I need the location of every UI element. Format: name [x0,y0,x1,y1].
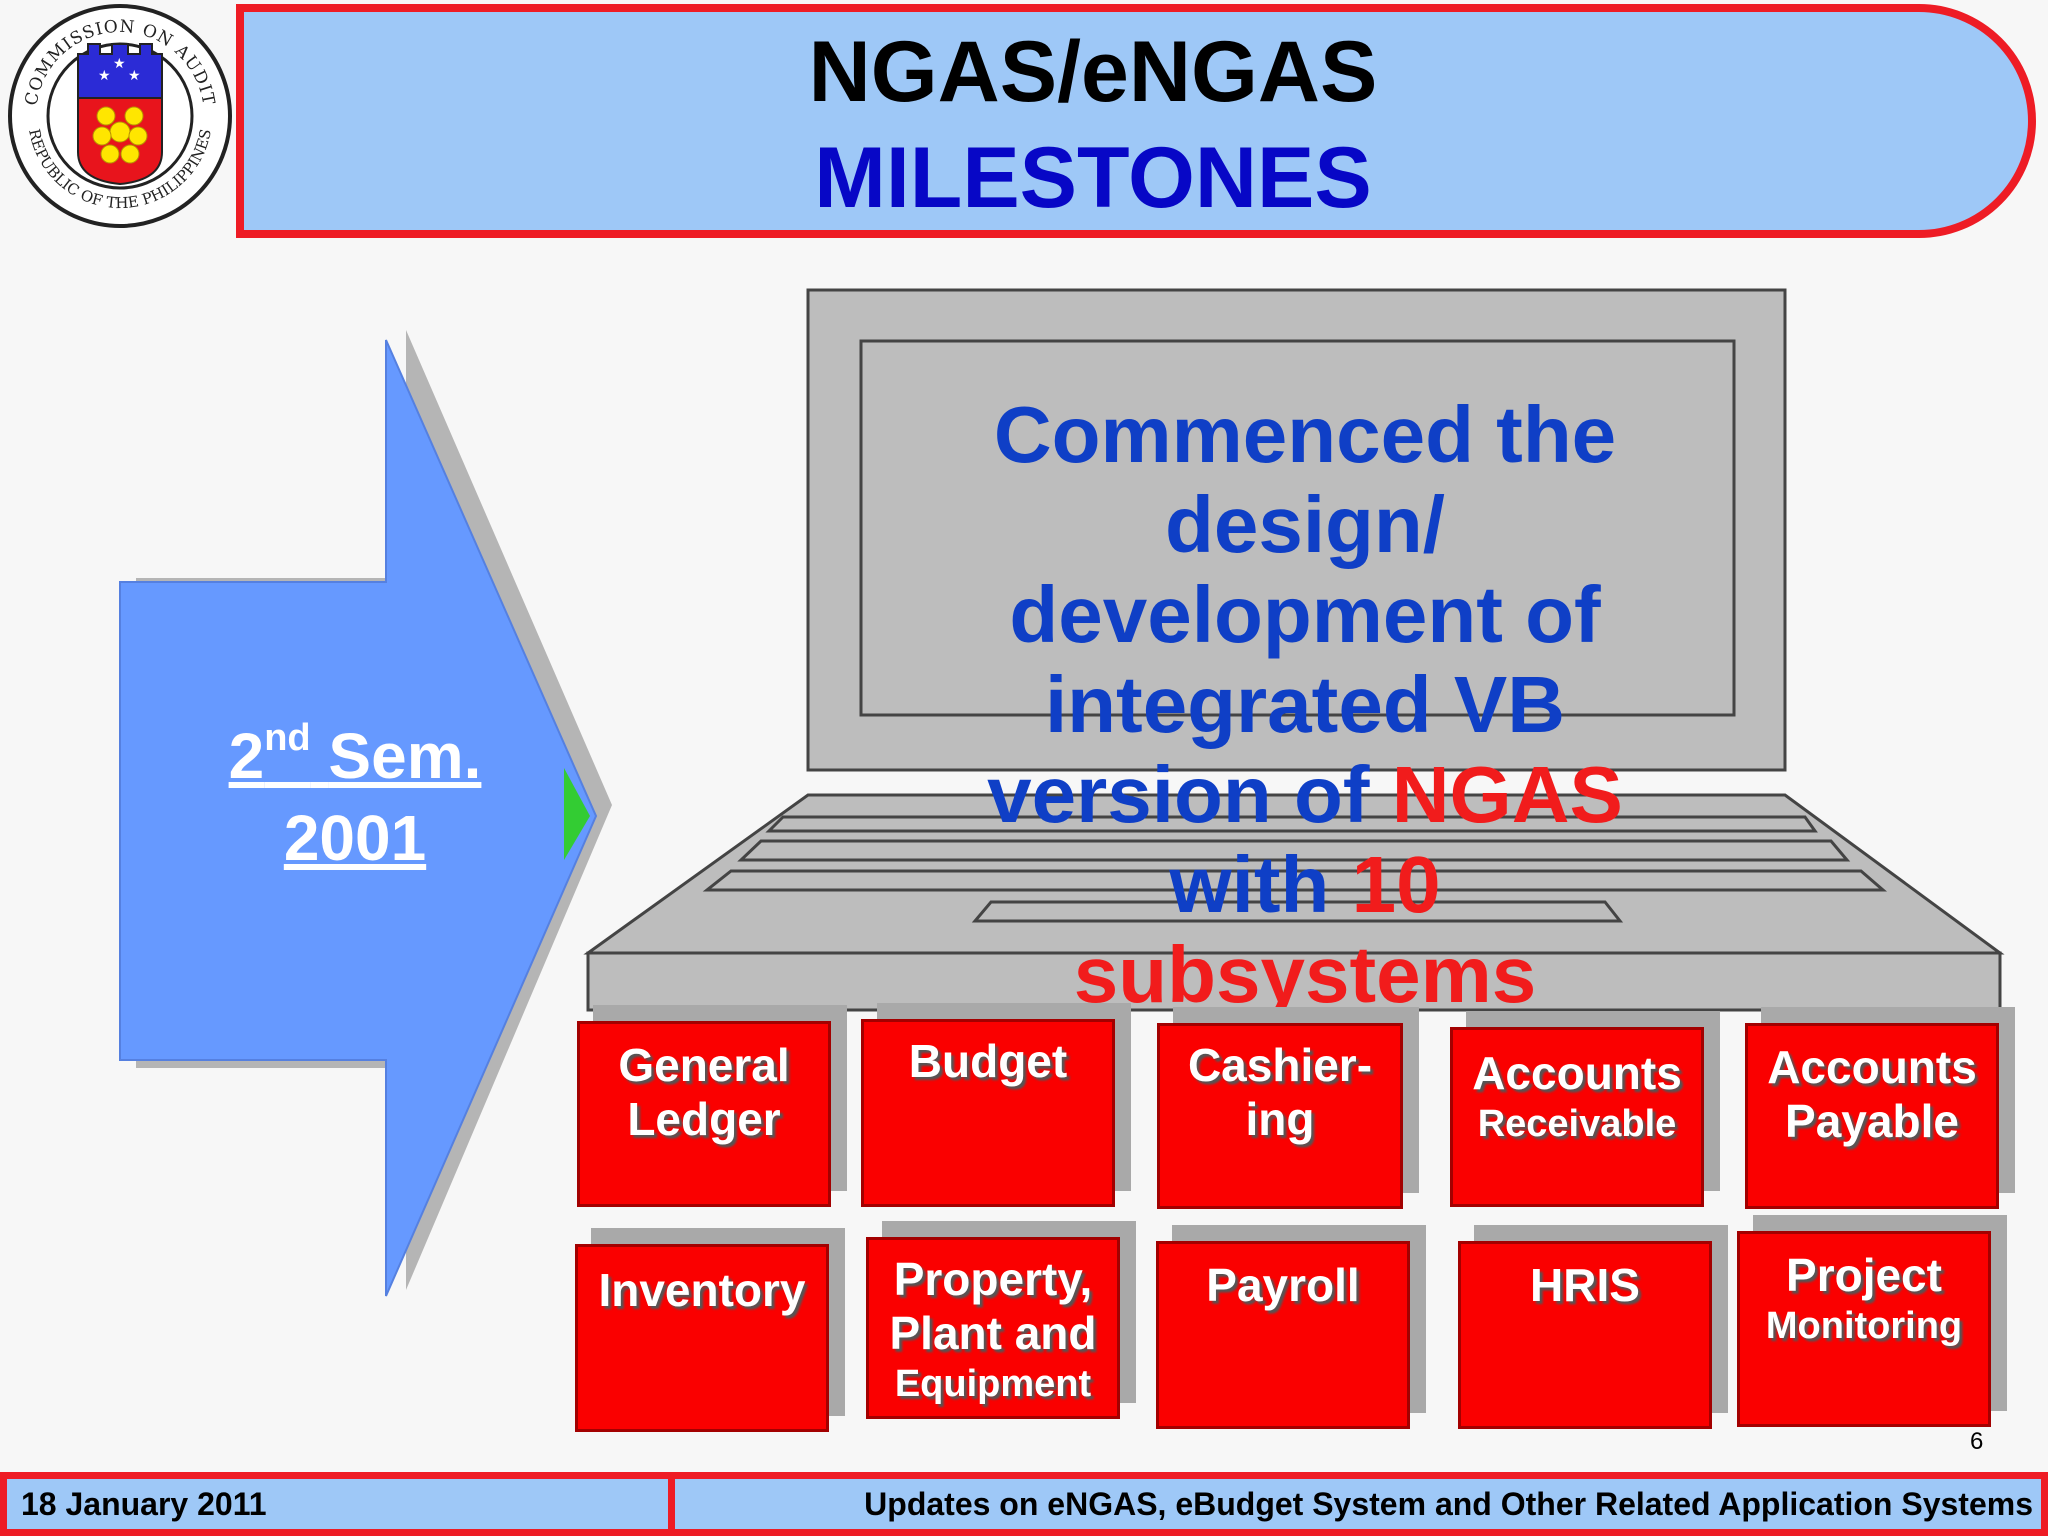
page-number: 6 [1970,1428,1984,1455]
green-pointer-icon [564,768,590,860]
milestone-label: 2nd Sem. 2001 [150,715,560,879]
page-subtitle: MILESTONES [814,130,1372,226]
milestone-ordinal-suffix: nd [264,717,311,759]
title-banner: NGAS/eNGAS MILESTONES [236,4,2036,238]
milestone-ordinal: 2 [228,720,265,792]
milestone-description: Commenced the design/ development of int… [930,390,1680,1020]
milestone-year: 2001 [283,802,427,874]
ngas-highlight: NGAS [1391,750,1623,839]
footer-date: 18 January 2011 [21,1486,267,1522]
subsystem-count: 10 [1351,840,1441,929]
footer-presentation-title: Updates on eNGAS, eBudget System and Oth… [864,1486,2033,1522]
milestone-period: Sem. [328,720,482,792]
subsystem-inventory: Inventory [575,1244,829,1432]
svg-text:★: ★ [128,67,141,83]
commission-on-audit-seal: COMMISSION ON AUDIT REPUBLIC OF THE PHIL… [8,4,232,228]
subsystem-payroll: Payroll [1156,1241,1410,1429]
svg-text:★: ★ [113,55,126,71]
page-title: NGAS/eNGAS [808,24,1378,120]
subsystem-accounts-receivable: Accounts Receivable [1450,1027,1704,1207]
subsystems-word: subsystems [1073,930,1537,1019]
footer-date-bar: 18 January 2011 [0,1472,674,1536]
svg-text:★: ★ [98,67,111,83]
footer-title-bar: Updates on eNGAS, eBudget System and Oth… [668,1472,2048,1536]
milestone-arrow [119,330,612,1297]
description-with: with [1169,840,1352,929]
laptop-illustration [583,288,2005,1012]
subsystem-budget: Budget [861,1019,1115,1207]
subsystem-ppe: Property, Plant and Equipment [866,1237,1120,1419]
subsystem-cashiering: Cashier- ing [1157,1023,1403,1209]
subsystem-general-ledger: General Ledger [577,1021,831,1207]
description-text: Commenced the design/ development of int… [987,390,1617,839]
subsystem-project-monitoring: Project Monitoring [1737,1231,1991,1427]
subsystem-hris: HRIS [1458,1241,1712,1429]
subsystem-accounts-payable: Accounts Payable [1745,1023,1999,1209]
